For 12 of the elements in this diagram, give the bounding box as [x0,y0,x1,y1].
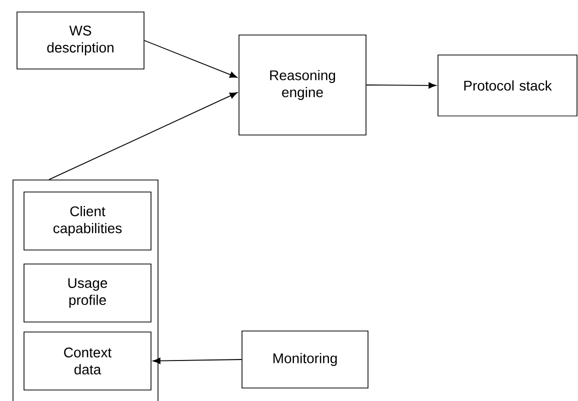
process-box: Usage profile [24,264,152,322]
process-box: Context data [24,332,152,390]
process-box: Protocol stack [438,54,578,116]
process-box: Reasoning engine [238,34,366,136]
process-box: Client capabilities [24,192,152,250]
arrow [366,82,436,89]
arrow [152,358,242,364]
process-box: Monitoring [242,330,368,388]
process-box: WS description [16,12,144,70]
container-box [12,180,158,401]
arrow [48,92,238,180]
arrow [144,40,238,78]
